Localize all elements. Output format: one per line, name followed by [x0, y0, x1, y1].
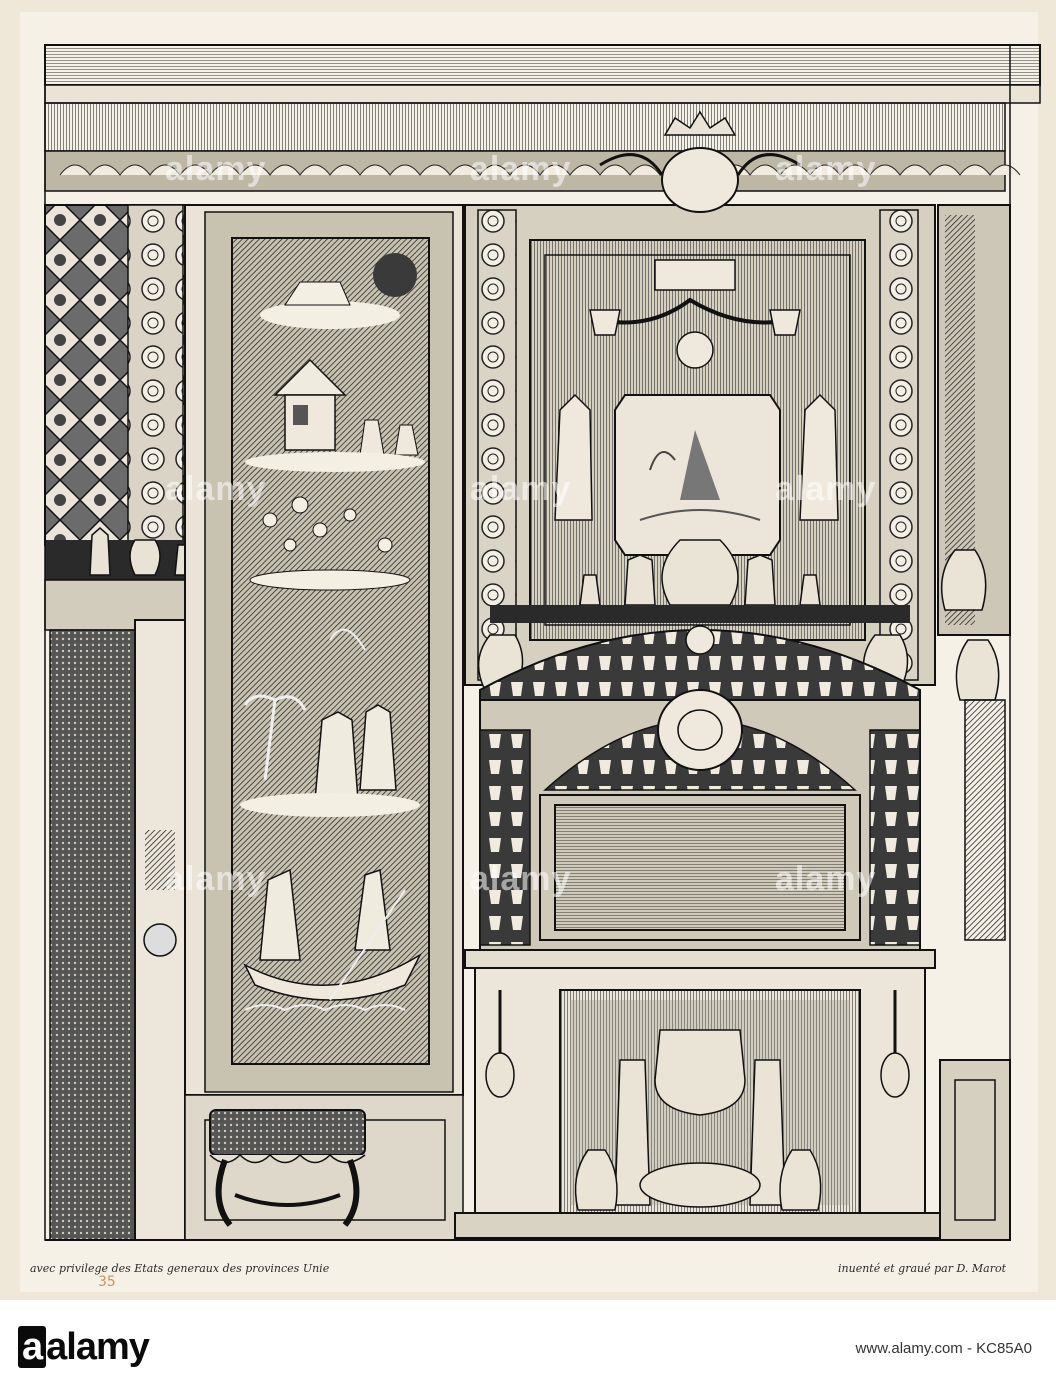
cornice: [44, 44, 1041, 192]
engraving-illustration: [44, 44, 1041, 1241]
stock-logo-text: alamy: [46, 1326, 150, 1368]
stock-footer: [0, 1300, 1056, 1390]
overmantel-arch: [479, 625, 921, 951]
fireplace-vases: [574, 1029, 822, 1211]
watermark: alamy: [470, 470, 572, 508]
watermark: alamy: [775, 150, 877, 188]
stock-image-id: www.alamy.com - KC85A0: [855, 1340, 1032, 1357]
overmantel-painting: [614, 394, 781, 556]
pencil-plate-number: 35: [98, 1274, 116, 1290]
caryatids: [554, 393, 839, 521]
watermark: alamy: [470, 860, 572, 898]
watermark: alamy: [775, 860, 877, 898]
chimney-breast: [464, 110, 936, 691]
left-wall-panel: [44, 204, 201, 1241]
fire-tools: [485, 990, 910, 1098]
chandelier: [589, 259, 801, 369]
lacquer-panel: [184, 204, 464, 1241]
stool: [209, 1109, 366, 1227]
watermark: alamy: [165, 860, 267, 898]
watermark: alamy: [775, 470, 877, 508]
left-vases: [89, 527, 190, 576]
mantel-vases: [579, 539, 821, 606]
vignette-blossoms: [249, 496, 411, 591]
crown-cartouche: [599, 110, 801, 213]
privilege-caption: avec privilege des Etats generaux des pr…: [30, 1262, 330, 1275]
stock-logo-mark: a: [18, 1326, 47, 1368]
vignette-figures: [240, 628, 420, 817]
watermark: alamy: [165, 470, 267, 508]
engraver-caption: inuenté et graué par D. Marot: [838, 1262, 1006, 1275]
vignette-boat: [243, 868, 422, 1012]
vignette-pavilion: [245, 358, 425, 472]
watermark: alamy: [165, 150, 267, 188]
watermark: alamy: [470, 150, 572, 188]
mirror-panel: [554, 804, 846, 931]
vignette-rider: [260, 253, 417, 329]
right-wall-panel: [937, 204, 1011, 1241]
fireplace: [454, 949, 946, 1239]
